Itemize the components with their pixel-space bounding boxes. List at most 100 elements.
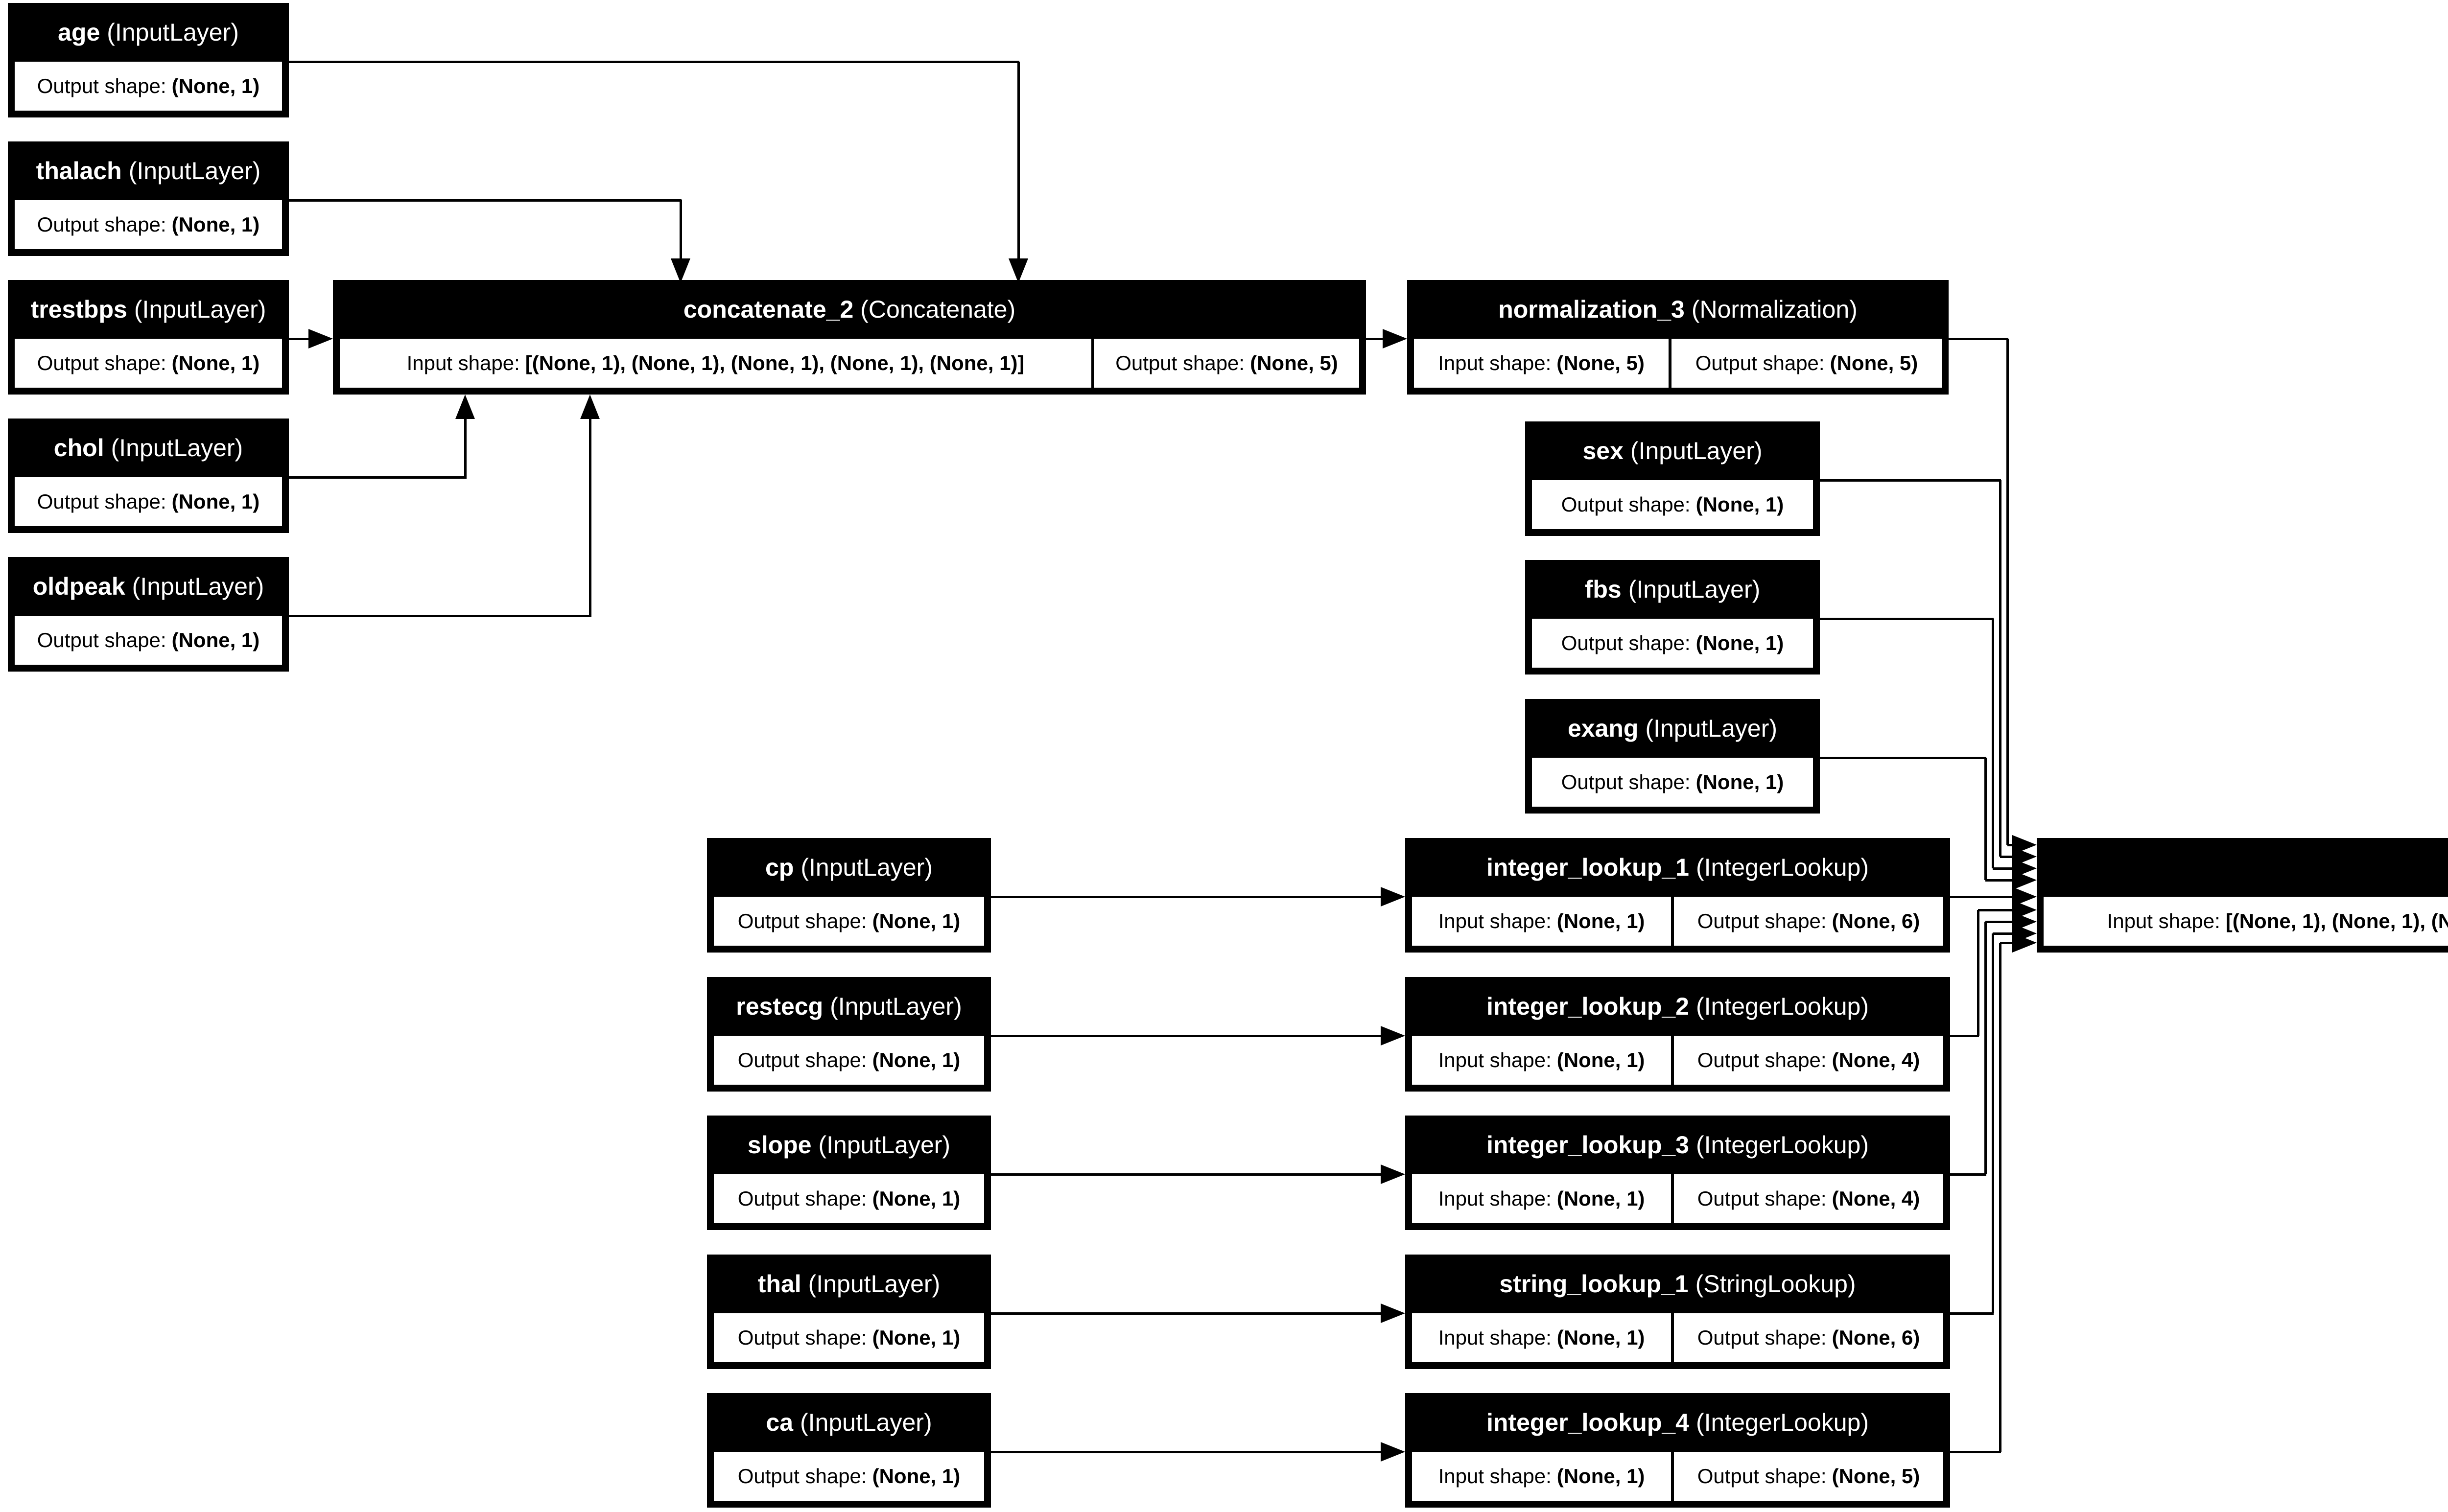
shape-label: Output shape: <box>1561 770 1691 793</box>
shape-value: (None, 1) <box>171 628 260 651</box>
layer-node-oldpeak: oldpeak(InputLayer)Output shape:(None, 1… <box>8 557 289 672</box>
shape-value: (None, 1) <box>1695 493 1784 516</box>
layer-name: ca <box>766 1409 794 1436</box>
edge-segment <box>1950 1312 1994 1315</box>
shape-label: Output shape: <box>737 1465 867 1488</box>
shape-value: (None, 1) <box>1556 909 1645 932</box>
layer-node-sex: sex(InputLayer)Output shape:(None, 1) <box>1525 421 1820 536</box>
output-shape-cell: Output shape:(None, 1) <box>714 1174 984 1223</box>
arrowhead-icon <box>1381 1026 1405 1046</box>
shape-label: Output shape: <box>37 74 166 97</box>
output-shape-cell: Output shape:(None, 1) <box>15 477 282 526</box>
shape-value: [(None, 1), (None, 1), (None, 1), (None,… <box>525 351 1025 374</box>
edge-segment <box>1984 922 1987 1174</box>
input-shape-cell: Input shape:(None, 1) <box>1412 1174 1671 1223</box>
edge-segment <box>2000 856 2013 858</box>
layer-node-string_lookup_1: string_lookup_1(StringLookup)Input shape… <box>1405 1255 1950 1369</box>
arrowhead-icon <box>1009 258 1028 283</box>
arrowhead-icon <box>2012 870 2037 890</box>
edge-segment <box>1820 618 1994 620</box>
shape-label: Output shape: <box>1695 351 1825 374</box>
edge-segment <box>1017 62 1020 259</box>
layer-node-restecg: restecg(InputLayer)Output shape:(None, 1… <box>707 977 991 1092</box>
layer-name: integer_lookup_3 <box>1486 1131 1689 1159</box>
edge-segment <box>1950 1173 1986 1176</box>
edge-segment <box>1820 479 2001 482</box>
arrowhead-icon <box>580 395 600 419</box>
layer-type: (InputLayer) <box>1628 576 1761 603</box>
layer-type: (InputLayer) <box>818 1131 951 1159</box>
layer-node-title: concatenate_3(Concatenate) <box>2037 838 2448 897</box>
shape-label: Output shape: <box>1697 1048 1827 1071</box>
edge-segment <box>289 476 466 479</box>
input-shape-cell: Input shape:(None, 5) <box>1414 339 1669 388</box>
layer-node-title: normalization_3(Normalization) <box>1407 280 1949 339</box>
layer-type: (InputLayer) <box>830 993 962 1020</box>
edge-segment <box>289 338 309 340</box>
edge-segment <box>2000 942 2014 944</box>
edge-segment <box>991 1173 1382 1176</box>
shape-value: (None, 4) <box>1832 1187 1920 1210</box>
layer-name: oldpeak <box>32 573 125 600</box>
shape-label: Output shape: <box>1697 1465 1827 1488</box>
shape-label: Input shape: <box>1438 1465 1552 1488</box>
edge-segment <box>2006 339 2009 845</box>
layer-type: (IntegerLookup) <box>1695 1131 1869 1159</box>
shape-label: Output shape: <box>737 1187 867 1210</box>
shape-value: (None, 1) <box>872 1326 961 1349</box>
layer-node-title: integer_lookup_4(IntegerLookup) <box>1405 1393 1950 1452</box>
shape-value: (None, 5) <box>1250 351 1338 374</box>
shape-value: (None, 6) <box>1832 909 1920 932</box>
edge-segment <box>991 896 1382 898</box>
layer-type: (IntegerLookup) <box>1695 1409 1869 1436</box>
shape-label: Output shape: <box>37 490 166 513</box>
layer-type: (Normalization) <box>1691 296 1858 323</box>
output-shape-cell: Output shape:(None, 1) <box>714 1452 984 1501</box>
output-shape-cell: Output shape:(None, 1) <box>15 616 282 665</box>
shape-label: Output shape: <box>1697 909 1827 932</box>
shape-value: (None, 1) <box>1695 631 1784 654</box>
layer-name: integer_lookup_1 <box>1486 854 1689 881</box>
layer-node-title: integer_lookup_3(IntegerLookup) <box>1405 1116 1950 1174</box>
edge-segment <box>1992 619 1994 868</box>
shape-value: (None, 6) <box>1832 1326 1920 1349</box>
layer-name: string_lookup_1 <box>1499 1270 1689 1298</box>
layer-node-cp: cp(InputLayer)Output shape:(None, 1) <box>707 838 991 953</box>
layer-name: slope <box>747 1131 812 1159</box>
shape-value: (None, 5) <box>1830 351 1918 374</box>
layer-name: cp <box>765 854 794 881</box>
output-shape-cell: Output shape:(None, 1) <box>1532 619 1813 668</box>
output-shape-cell: Output shape:(None, 1) <box>1532 758 1813 807</box>
shape-value: (None, 1) <box>171 74 260 97</box>
shape-value: (None, 5) <box>1832 1465 1920 1488</box>
layer-node-integer_lookup_2: integer_lookup_2(IntegerLookup)Input sha… <box>1405 977 1950 1092</box>
shape-label: Input shape: <box>406 351 520 374</box>
input-shape-cell: Input shape:(None, 1) <box>1412 897 1671 946</box>
layer-node-title: fbs(InputLayer) <box>1525 560 1820 619</box>
layer-node-concatenate_2: concatenate_2(Concatenate) Input shape:[(… <box>333 280 1366 395</box>
edge-segment <box>1977 910 1979 1036</box>
layer-node-concatenate_3: concatenate_3(Concatenate)Input shape:[(… <box>2037 838 2448 953</box>
layer-type: (InputLayer) <box>1645 715 1778 742</box>
shape-label: Output shape: <box>1115 351 1245 374</box>
edge-segment <box>1366 338 1384 340</box>
output-shape-cell: Output shape:(None, 6) <box>1674 897 1943 946</box>
shape-value: (None, 1) <box>872 1465 961 1488</box>
output-shape-cell: Output shape:(None, 1) <box>15 200 282 249</box>
shape-value: (None, 1) <box>872 1187 961 1210</box>
shape-value: (None, 1) <box>1556 1465 1645 1488</box>
edge-segment <box>289 61 1019 63</box>
edge-segment <box>991 1035 1382 1037</box>
shape-label: Output shape: <box>737 1048 867 1071</box>
layer-name: chol <box>53 434 104 462</box>
shape-label: Output shape: <box>1561 493 1691 516</box>
layer-node-thalach: thalach(InputLayer)Output shape:(None, 1… <box>8 141 289 256</box>
layer-node-title: slope(InputLayer) <box>707 1116 991 1174</box>
edge-segment <box>1993 932 2014 935</box>
edge-segment <box>289 615 591 617</box>
edge-segment <box>2007 844 2013 846</box>
layer-node-title: concatenate_2(Concatenate) <box>333 280 1366 339</box>
layer-node-title: thal(InputLayer) <box>707 1255 991 1313</box>
layer-node-title: integer_lookup_1(IntegerLookup) <box>1405 838 1950 897</box>
shape-value: (None, 1) <box>1556 1326 1645 1349</box>
